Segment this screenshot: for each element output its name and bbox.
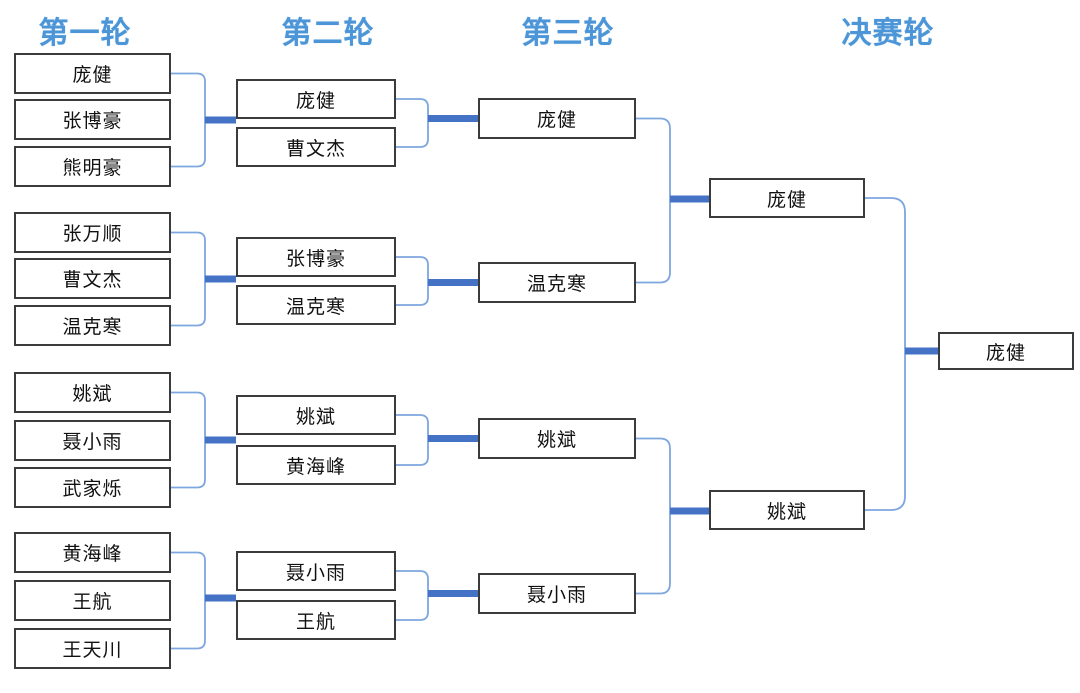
round3-winner-box: 庞健	[478, 98, 636, 139]
round1-g4-player-box: 王航	[14, 580, 171, 621]
round2-p1-player-box: 庞健	[236, 79, 396, 119]
champion-box: 庞健	[938, 332, 1074, 370]
round2-p4-player-box: 聂小雨	[236, 551, 396, 591]
round3-top-bracket-line	[636, 117, 671, 284]
final-bracket-line	[865, 197, 906, 511]
round1-group4-bracket-line	[171, 551, 206, 650]
round1-g4-player-box: 王天川	[14, 628, 171, 669]
header-round-3: 第三轮	[521, 17, 615, 50]
round3-winner-box: 聂小雨	[478, 573, 636, 614]
round3-winner-box: 姚斌	[478, 418, 636, 459]
header-round-1: 第一轮	[38, 17, 132, 50]
header-round-2: 第二轮	[281, 17, 375, 50]
round1-g3-player-box: 武家烁	[14, 467, 171, 508]
round1-group3-bracket-line	[171, 391, 206, 489]
round1-g3-player-box: 姚斌	[14, 372, 171, 413]
round2-p1-player-box: 曹文杰	[236, 127, 396, 167]
finalist-box: 姚斌	[709, 490, 865, 530]
round1-group2-bracket-line	[171, 231, 206, 327]
round2-p3-player-box: 黄海峰	[236, 445, 396, 485]
round2-pair2-bracket-line	[396, 256, 429, 306]
round1-g1-player-box: 庞健	[14, 53, 171, 94]
round3-winner-box: 温克寒	[478, 262, 636, 303]
finalist-box: 庞健	[709, 178, 865, 218]
round2-p3-player-box: 姚斌	[236, 395, 396, 435]
round2-pair1-bracket-line	[396, 98, 429, 148]
round1-g2-player-box: 温克寒	[14, 305, 171, 346]
round1-g4-player-box: 黄海峰	[14, 532, 171, 573]
round2-p2-player-box: 张博豪	[236, 237, 396, 277]
round1-g1-player-box: 张博豪	[14, 99, 171, 140]
round2-p2-player-box: 温克寒	[236, 285, 396, 325]
round2-pair3-bracket-line	[396, 414, 429, 466]
header-final-round: 决赛轮	[841, 17, 935, 50]
round1-g2-player-box: 曹文杰	[14, 258, 171, 299]
round1-group1-bracket-line	[171, 72, 206, 168]
round1-g3-player-box: 聂小雨	[14, 420, 171, 461]
round1-g2-player-box: 张万顺	[14, 212, 171, 253]
round3-bottom-bracket-line	[636, 437, 671, 595]
round1-g1-player-box: 熊明豪	[14, 146, 171, 187]
round2-pair4-bracket-line	[396, 570, 429, 621]
round2-p4-player-box: 王航	[236, 600, 396, 640]
